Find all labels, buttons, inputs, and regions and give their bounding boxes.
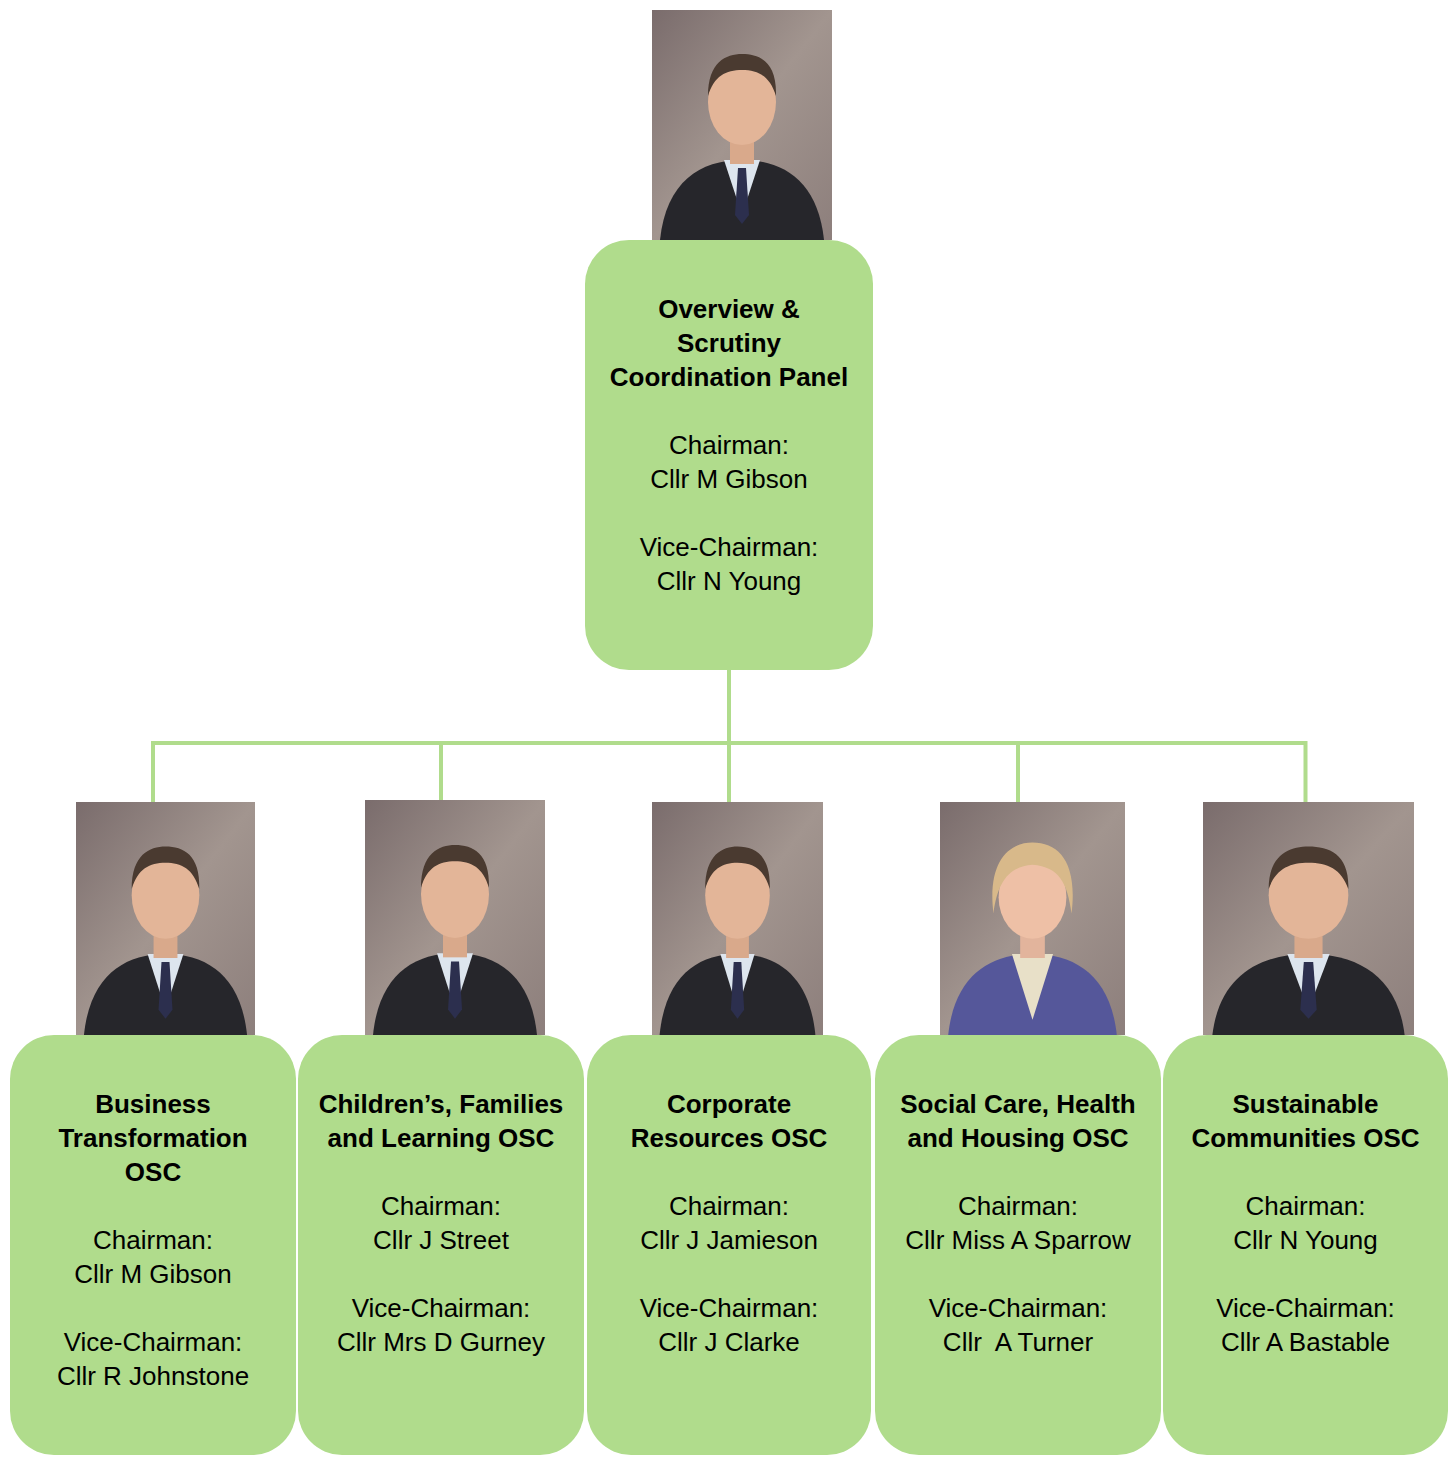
member-name: Cllr Miss A Sparrow [893,1223,1143,1257]
portrait-photo [652,10,832,240]
member-name: Cllr N Young [603,564,855,598]
role-label: Chairman: [893,1189,1143,1223]
role-label: Chairman: [605,1189,853,1223]
committee-box: Corporate Resources OSC Chairman:Cllr J J… [587,1035,871,1455]
portrait-photo [365,800,545,1035]
role-label: Vice-Chairman: [1181,1291,1430,1325]
member-name: Cllr A Bastable [1181,1325,1430,1359]
committee-box: Business Transformation OSCChairman:Cllr… [10,1035,296,1455]
portrait-photo [76,802,255,1035]
role-label: Chairman: [1181,1189,1430,1223]
portrait-photo [652,802,823,1035]
role-label: Chairman: [316,1189,566,1223]
portrait-photo [1203,802,1414,1035]
panel-title: Children’s, Families and Learning OSC [316,1087,566,1155]
role-label: Chairman: [603,428,855,462]
role-label: Vice-Chairman: [28,1325,278,1359]
committee-box: Children’s, Families and Learning OSC Cha… [298,1035,584,1455]
member-name: Cllr J Street [316,1223,566,1257]
role-label: Vice-Chairman: [605,1291,853,1325]
panel-title: Corporate Resources OSC [605,1087,853,1155]
panel-title: Overview & Scrutiny Coordination Panel [603,292,855,394]
panel-title: Sustainable Communities OSC [1181,1087,1430,1155]
member-name: Cllr M Gibson [28,1257,278,1291]
committee-box: Sustainable Communities OSCChairman:Cllr… [1163,1035,1448,1455]
role-label: Vice-Chairman: [603,530,855,564]
panel-title: Social Care, Health and Housing OSC [893,1087,1143,1155]
role-label: Chairman: [28,1223,278,1257]
member-name: Cllr Mrs D Gurney [316,1325,566,1359]
committee-box: Overview & Scrutiny Coordination PanelCh… [585,240,873,670]
role-label: Vice-Chairman: [893,1291,1143,1325]
member-name: Cllr R Johnstone [28,1359,278,1393]
member-name: Cllr J Clarke [605,1325,853,1359]
portrait-photo [940,802,1125,1035]
committee-box: Social Care, Health and Housing OSC Chair… [875,1035,1161,1455]
role-label: Vice-Chairman: [316,1291,566,1325]
member-name: Cllr N Young [1181,1223,1430,1257]
member-name: Cllr M Gibson [603,462,855,496]
member-name: Cllr A Turner [893,1325,1143,1359]
member-name: Cllr J Jamieson [605,1223,853,1257]
panel-title: Business Transformation OSC [28,1087,278,1189]
